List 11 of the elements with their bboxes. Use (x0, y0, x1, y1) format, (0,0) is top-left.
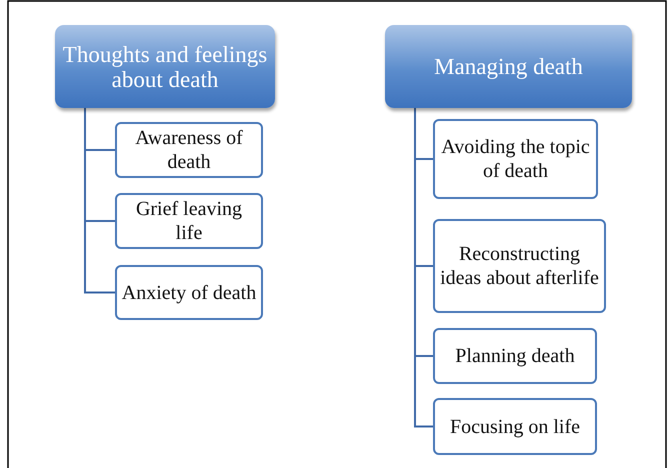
connector-line (84, 108, 115, 294)
item-box: Reconstructing ideas about afterlife (433, 219, 606, 313)
item-box: Avoiding the topic of death (433, 119, 598, 199)
item-box: Grief leaving life (115, 193, 263, 249)
item-box: Anxiety of death (115, 265, 263, 320)
item-box: Awareness of death (115, 122, 263, 178)
item-box: Focusing on life (433, 398, 597, 455)
heading-box: Managing death (385, 25, 632, 108)
connector-line (414, 108, 433, 428)
heading-box: Thoughts and feelings about death (55, 25, 275, 108)
item-box: Planning death (433, 328, 597, 384)
